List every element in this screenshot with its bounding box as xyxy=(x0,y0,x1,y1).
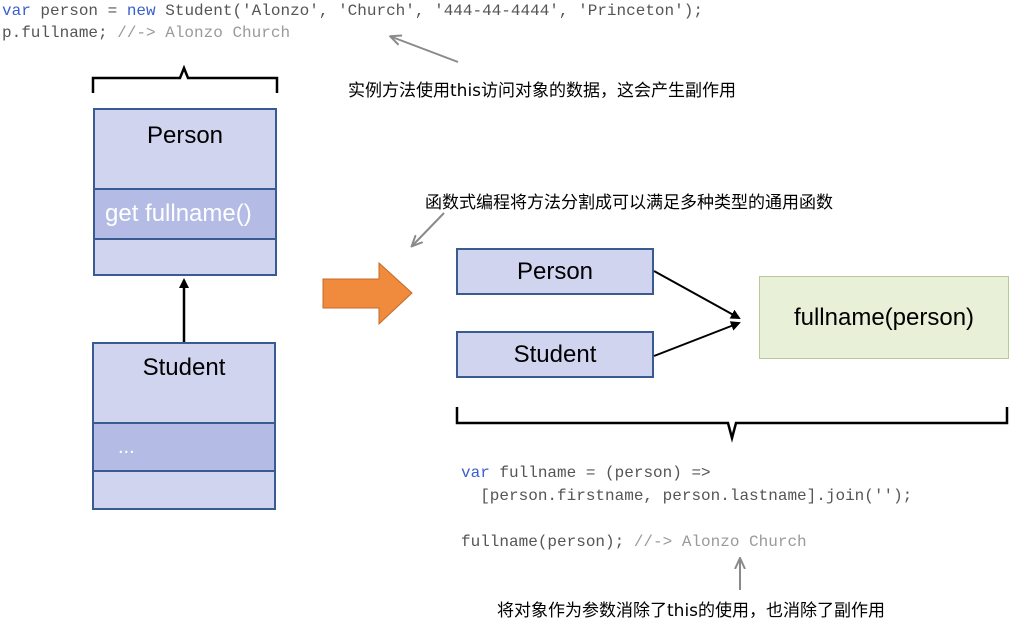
person-data-label: Person xyxy=(516,257,594,285)
person-class-box: Person get fullname() xyxy=(93,108,277,276)
student-class-title: Student xyxy=(142,354,226,381)
code-comment: //-> Alonzo Church xyxy=(117,24,291,42)
code-text: person = xyxy=(30,2,127,20)
student-to-function-arrow xyxy=(653,321,741,357)
top-brace xyxy=(91,64,279,93)
code-snippet-bottom: var fullname = (person) => [person.first… xyxy=(461,462,912,554)
student-class-box: Student ... xyxy=(92,342,276,510)
student-body-row: ... xyxy=(94,422,274,472)
fullname-function-box: fullname(person) xyxy=(759,276,1009,359)
code-text: Student('Alonzo', 'Church', '444-44-4444… xyxy=(155,2,703,20)
person-class-title: Person xyxy=(146,122,224,149)
person-method-row: get fullname() xyxy=(95,188,275,240)
code-text: [person.firstname, person.lastname].join… xyxy=(461,487,913,505)
fullname-function-label: fullname(person) xyxy=(793,303,975,331)
bottom-brace xyxy=(455,407,1009,443)
code-keyword: var xyxy=(2,2,31,20)
code-keyword: var xyxy=(461,464,490,482)
code-text: fullname = (person) => xyxy=(489,464,711,482)
code-text: fullname(person); xyxy=(461,533,634,551)
person-data-box: Person xyxy=(456,248,654,295)
note-middle-pointer xyxy=(413,212,445,245)
student-data-label: Student xyxy=(513,340,597,368)
note-top-pointer xyxy=(392,37,459,63)
person-to-function-arrow xyxy=(653,270,741,319)
code-text: p.fullname; xyxy=(2,24,118,42)
note-middle: 函数式编程将方法分割成可以满足多种类型的通用函数 xyxy=(425,193,833,213)
note-top: 实例方法使用this访问对象的数据，这会产生副作用 xyxy=(348,81,737,101)
code-comment: //-> Alonzo Church xyxy=(633,533,807,551)
code-keyword: new xyxy=(126,2,156,20)
note-bottom: 将对象作为参数消除了this的使用，也消除了副作用 xyxy=(497,601,886,621)
transform-arrow xyxy=(322,261,413,326)
student-body-label: ... xyxy=(118,435,135,458)
person-method-label: get fullname() xyxy=(105,200,252,227)
student-data-box: Student xyxy=(456,331,654,378)
code-snippet-top: var person = new Student('Alonzo', 'Chur… xyxy=(2,0,703,44)
